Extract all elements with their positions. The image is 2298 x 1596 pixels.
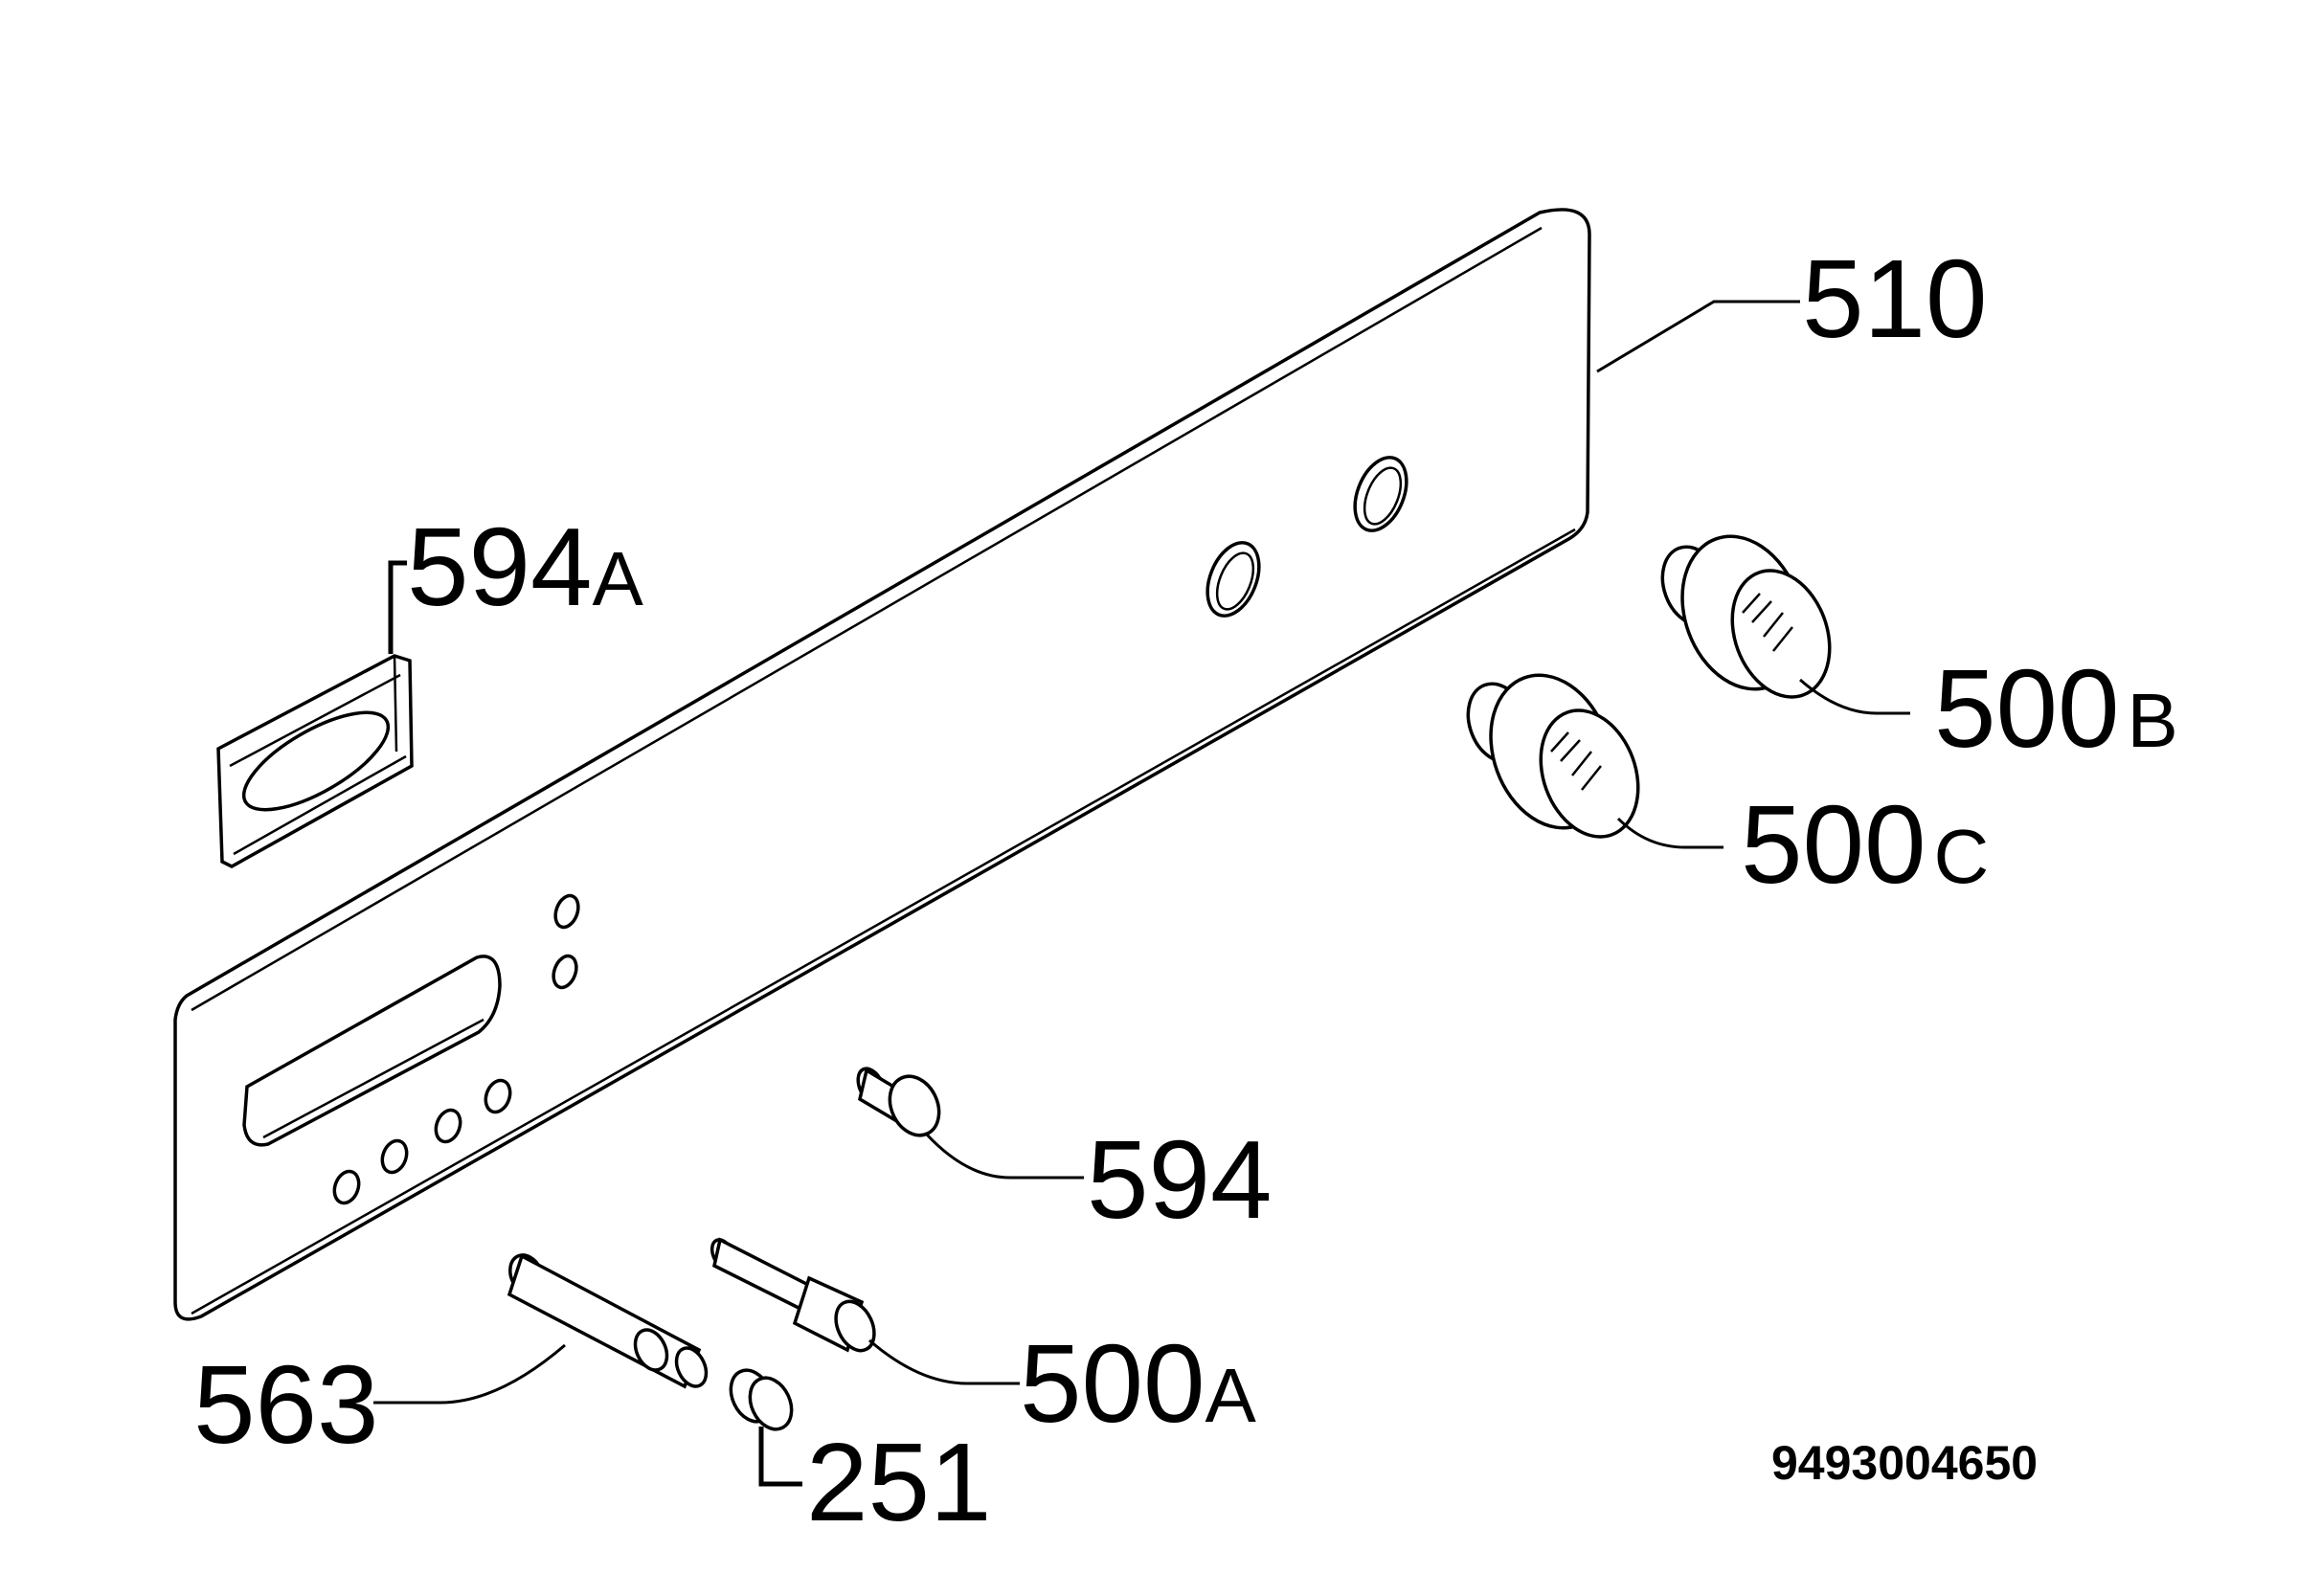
leader-594A <box>388 560 407 654</box>
leader-251 <box>758 1427 802 1487</box>
label-500A: 500A <box>1020 1321 1257 1446</box>
leader-500C <box>1616 817 1724 849</box>
push-button-594 <box>856 1067 941 1137</box>
label-594: 594 <box>1087 1117 1273 1242</box>
knob-hole <box>1205 541 1261 618</box>
cap-251 <box>729 1368 794 1431</box>
panel-button-hole <box>552 954 578 990</box>
label-594A: 594A <box>407 505 644 629</box>
leader-lines <box>373 300 1910 1487</box>
panel-button-hole <box>553 893 580 930</box>
leader-510 <box>1596 300 1800 373</box>
shaft-563 <box>507 1253 709 1389</box>
label-510: 510 <box>1802 236 1988 361</box>
panel-button-hole <box>332 1169 361 1205</box>
knob-hole <box>1353 456 1408 532</box>
leader-500B <box>1799 678 1910 715</box>
shaft-500A <box>710 1237 876 1353</box>
leader-500A <box>868 1338 1020 1385</box>
panel-button-hole <box>434 1108 462 1144</box>
document-number: 9493004650 <box>1771 1436 2038 1490</box>
panel-button-hole <box>380 1138 409 1175</box>
knob-500B <box>1660 534 1832 699</box>
control-panel-510 <box>173 208 1591 1321</box>
leader-594 <box>925 1133 1084 1180</box>
panel-button-hole <box>484 1078 512 1114</box>
leader-563 <box>373 1343 566 1405</box>
display-lens-594A <box>216 654 414 868</box>
display-window <box>242 955 502 1147</box>
knob-500C <box>1466 673 1640 839</box>
label-563: 563 <box>193 1342 379 1467</box>
label-251: 251 <box>806 1420 992 1544</box>
